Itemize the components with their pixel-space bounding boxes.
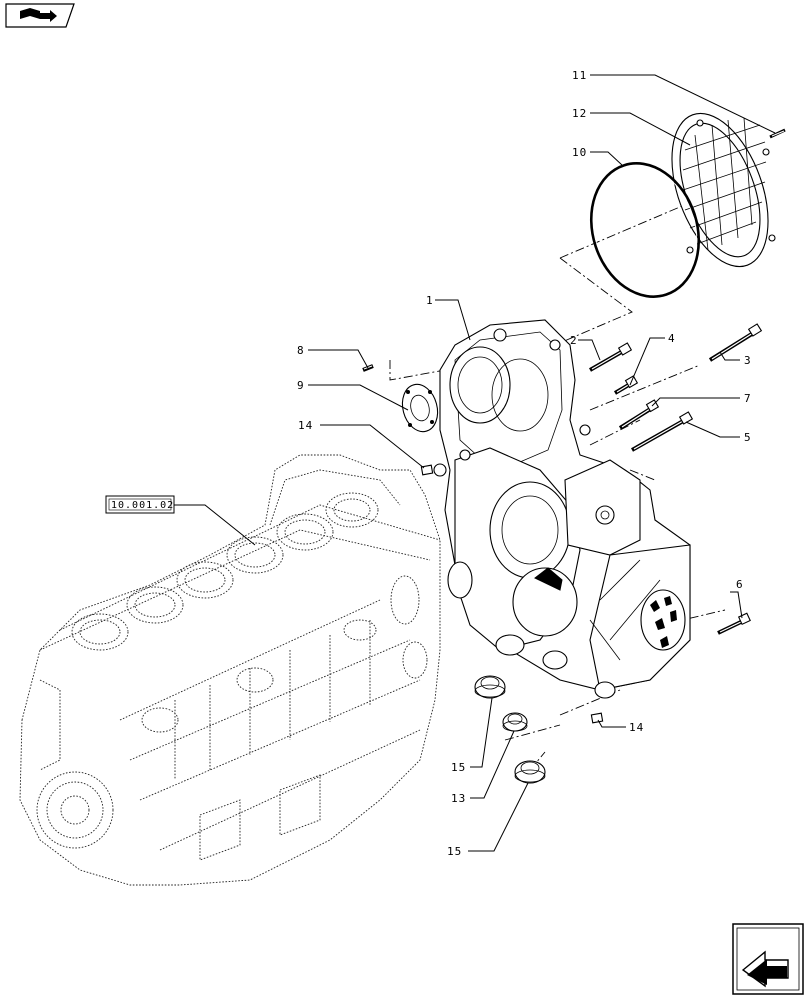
bolt-part-5 [631, 411, 694, 452]
callout-7: 7 [744, 392, 752, 405]
bolt-part-2 [589, 342, 633, 372]
callout-4: 4 [668, 332, 676, 345]
callout-3: 3 [744, 354, 752, 367]
plug-part-15-lower [514, 760, 546, 784]
leader-lines [174, 74, 776, 852]
seal-part-9 [401, 383, 439, 433]
callout-labels: 11 12 10 1 2 4 3 8 9 7 5 14 6 14 15 13 1… [297, 69, 752, 858]
callout-2: 2 [570, 334, 578, 347]
callout-10: 10 [572, 146, 587, 159]
callout-15-lower: 15 [447, 845, 462, 858]
reference-label: 10.001.02 [111, 500, 174, 511]
book-with-arrow-icon[interactable] [5, 3, 75, 28]
callout-14-left: 14 [298, 419, 313, 432]
bolt-part-3 [708, 323, 763, 362]
timing-cover-part-1 [433, 319, 691, 699]
grille-cover [671, 112, 776, 268]
engine-block-phantom [19, 454, 441, 886]
previous-page-arrow-icon[interactable] [732, 923, 804, 995]
callout-14-right: 14 [629, 721, 644, 734]
callout-1: 1 [426, 294, 434, 307]
plug-part-15-upper [474, 675, 506, 699]
callout-6: 6 [736, 578, 744, 591]
plug-part-14-right [590, 712, 604, 724]
screw-part-11 [769, 128, 786, 139]
callout-8: 8 [297, 344, 305, 357]
bolt-part-4 [613, 375, 639, 395]
callout-5: 5 [744, 431, 752, 444]
callout-15-upper: 15 [451, 761, 466, 774]
callout-11: 11 [572, 69, 587, 82]
callout-9: 9 [297, 379, 305, 392]
reference-link[interactable]: 10.001.02 [105, 495, 175, 514]
callout-13: 13 [451, 792, 466, 805]
bolt-part-7 [618, 399, 660, 430]
callout-12: 12 [572, 107, 587, 120]
plug-part-13 [502, 712, 528, 732]
o-ring-part-10 [589, 162, 701, 298]
bolt-part-6 [717, 612, 751, 635]
